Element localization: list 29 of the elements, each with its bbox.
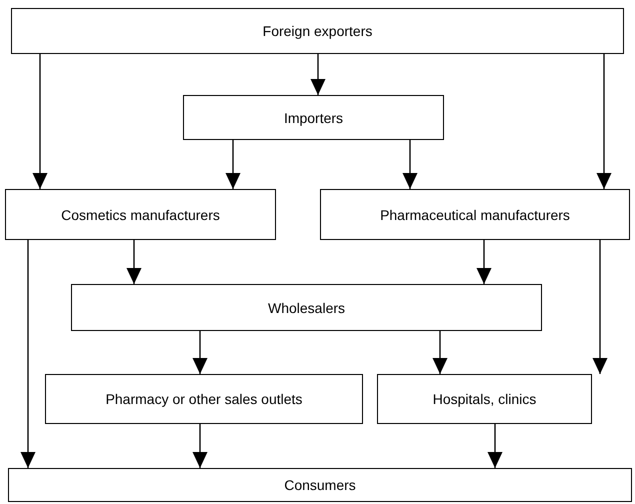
box-label: Wholesalers	[268, 300, 346, 316]
arrow	[192, 424, 208, 468]
process-box	[8, 468, 632, 502]
arrow	[432, 331, 448, 374]
process-box	[71, 284, 542, 331]
process-box	[45, 374, 363, 424]
arrow	[192, 331, 208, 374]
box-label: Consumers	[284, 477, 356, 493]
process-box	[11, 8, 624, 54]
process-box	[5, 189, 276, 240]
box-label: Pharmaceutical manufacturers	[380, 206, 570, 222]
process-box	[320, 189, 630, 240]
arrow	[592, 240, 608, 374]
arrow	[488, 424, 502, 468]
arrow	[402, 140, 418, 189]
box-label: Cosmetics manufacturers	[61, 206, 220, 222]
box-label: Pharmacy or other sales outlets	[106, 391, 302, 407]
arrow	[476, 240, 492, 284]
arrow	[20, 240, 36, 468]
arrow	[32, 54, 48, 189]
box-label: Foreign exporters	[262, 23, 372, 39]
box-label: Importers	[284, 110, 344, 126]
arrow	[596, 54, 612, 189]
process-box	[183, 95, 444, 140]
box-label: Hospitals, clinics	[432, 391, 536, 407]
arrow	[310, 54, 326, 95]
arrow	[126, 240, 142, 284]
arrow	[226, 140, 240, 189]
process-box	[377, 374, 592, 424]
